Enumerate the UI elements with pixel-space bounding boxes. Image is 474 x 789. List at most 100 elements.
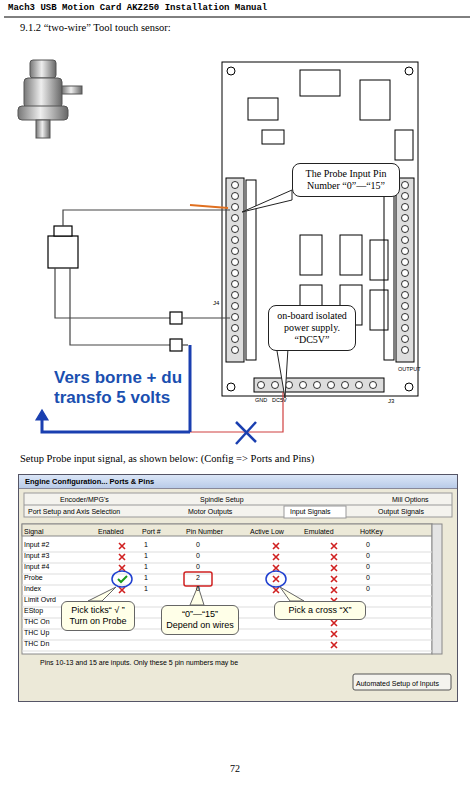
highlight-circle xyxy=(266,571,286,587)
cross-mark xyxy=(331,609,337,615)
cross-mark xyxy=(331,598,337,604)
terminal-screw xyxy=(232,215,239,222)
window-title: Engine Configuration... Ports & Pins xyxy=(19,475,457,489)
table-cell: 1 xyxy=(144,585,148,593)
column-header: Pin Number xyxy=(186,528,223,536)
table-cell: 0 xyxy=(366,585,370,593)
table-cell: Limit Ovrd xyxy=(24,596,56,604)
page-header: Mach3 USB Motion Card AKZ250 Installatio… xyxy=(8,3,267,13)
table-cell: THC On xyxy=(24,618,50,626)
row-line xyxy=(22,574,432,575)
row-line xyxy=(22,618,432,619)
cross-mark xyxy=(331,642,337,648)
terminal-screw xyxy=(258,382,265,389)
board-label: DC5V xyxy=(272,397,287,403)
terminal-screw xyxy=(314,382,321,389)
row-line xyxy=(22,651,432,652)
terminal-screw xyxy=(232,347,239,354)
callout-text: “0”—“15” Depend on wires xyxy=(166,609,234,631)
table-cell: 0 xyxy=(196,552,200,560)
callout-text: Pick ticks“ √ ” Turn on Probe xyxy=(66,605,130,627)
table-cell: Input #3 xyxy=(24,552,49,560)
section-title: 9.1.2 “two-wire” Tool touch sensor: xyxy=(20,22,171,34)
table-cell: 0 xyxy=(196,563,200,571)
row-line xyxy=(22,629,432,630)
terminal-screw xyxy=(402,303,409,310)
callout-box: Pick a cross “X” xyxy=(274,601,366,620)
table-cell: 0 xyxy=(196,585,200,593)
table-cell: 0 xyxy=(196,541,200,549)
column-header: HotKey xyxy=(360,528,383,536)
highlight-box xyxy=(184,572,212,586)
board-label: GND xyxy=(255,397,267,403)
terminal-screw xyxy=(402,336,409,343)
terminal-screw xyxy=(232,303,239,310)
table-cell: Input #2 xyxy=(24,541,49,549)
header-rule xyxy=(4,17,470,18)
column-header: Active Low xyxy=(250,528,284,536)
column-header: Port # xyxy=(142,528,161,536)
tab-label: Motor Outputs xyxy=(188,508,232,516)
row-line xyxy=(22,563,432,564)
table-cell: 1 xyxy=(144,552,148,560)
cross-mark xyxy=(331,565,337,571)
tab-label: Mill Options xyxy=(392,496,429,504)
callout-box: “0”—“15” Depend on wires xyxy=(161,605,239,635)
wiring xyxy=(36,205,283,444)
terminal-screw xyxy=(370,382,377,389)
terminal-screw xyxy=(232,292,239,299)
table-cell: 0 xyxy=(366,541,370,549)
row-line xyxy=(22,596,432,597)
table-cell: 1 xyxy=(144,563,148,571)
table-cell: 1 xyxy=(144,574,148,582)
callout-text: on-board isolated power supply. “DC5V” xyxy=(274,310,350,346)
table-cell: 2 xyxy=(196,574,200,582)
signal-table xyxy=(22,524,432,654)
button-frame xyxy=(353,674,451,690)
cross-mark xyxy=(273,554,279,560)
board-label: J3 xyxy=(388,398,394,405)
table-cell: THC Up xyxy=(24,629,49,637)
cross-mark xyxy=(119,543,125,549)
tab-label: Port Setup and Axis Selection xyxy=(28,508,120,516)
cross-mark xyxy=(331,554,337,560)
cross-mark xyxy=(273,576,279,582)
cross-mark xyxy=(331,631,337,637)
terminal-screw xyxy=(402,325,409,332)
terminal-screw xyxy=(272,382,279,389)
table-cell: 0 xyxy=(366,552,370,560)
terminal-screw xyxy=(232,325,239,332)
column-header: Emulated xyxy=(304,528,334,536)
table-cell: EStop xyxy=(24,607,43,615)
terminal-screw xyxy=(402,193,409,200)
terminal-screw xyxy=(232,193,239,200)
terminal-screw xyxy=(328,382,335,389)
cross-mark xyxy=(119,587,125,593)
callout-pointers xyxy=(242,190,292,398)
terminal-screw xyxy=(402,314,409,321)
terminal-screw xyxy=(232,204,239,211)
terminal-screw xyxy=(232,314,239,321)
highlight-circle xyxy=(112,571,132,587)
table-cell: Index xyxy=(24,585,41,593)
terminal-screw xyxy=(402,347,409,354)
tab-divider xyxy=(24,505,452,506)
terminal-screw xyxy=(342,382,349,389)
terminal-screw xyxy=(232,237,239,244)
table-cell: 1 xyxy=(144,541,148,549)
board-label: J4 xyxy=(213,300,219,307)
row-line xyxy=(22,552,432,553)
terminal-screw xyxy=(356,382,363,389)
cross-mark xyxy=(331,587,337,593)
terminal-screw xyxy=(232,336,239,343)
terminal-screw xyxy=(402,292,409,299)
column-header: Enabled xyxy=(98,528,124,536)
handwritten-note: Vers borne + du transfo 5 volts xyxy=(54,368,214,407)
callout-pointer xyxy=(280,587,304,601)
cross-mark xyxy=(331,620,337,626)
callout-text: Pick a cross “X” xyxy=(279,605,361,616)
terminal-pins xyxy=(232,182,409,389)
tab-label: Input Signals xyxy=(290,508,330,516)
callout-box: The Probe Input Pin Number “0”—“15” xyxy=(292,163,400,197)
callout-pointer xyxy=(190,586,204,605)
